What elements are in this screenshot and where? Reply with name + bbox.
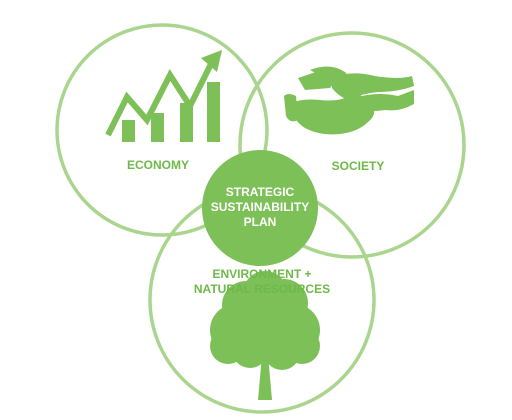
economy-circle — [55, 23, 269, 237]
tree-icon — [210, 271, 320, 400]
growth-chart-icon — [105, 50, 222, 142]
handshake-icon — [284, 66, 414, 135]
economy-label: ECONOMY — [126, 158, 189, 172]
environment-label-line2: NATURAL RESOURCES — [193, 282, 331, 296]
center-label-line3: PLAN — [243, 215, 277, 229]
center-label-line1: STRATEGIC — [225, 185, 295, 199]
environment-label-line1: ENVIRONMENT + — [212, 267, 312, 281]
center-circle — [202, 150, 318, 266]
center-label-line2: SUSTAINABILITY — [210, 200, 310, 214]
society-circle — [238, 31, 466, 259]
center-label: STRATEGIC SUSTAINABILITY PLAN — [200, 185, 320, 230]
environment-label: ENVIRONMENT + NATURAL RESOURCES — [167, 267, 357, 297]
society-label: SOCIETY — [331, 159, 385, 173]
